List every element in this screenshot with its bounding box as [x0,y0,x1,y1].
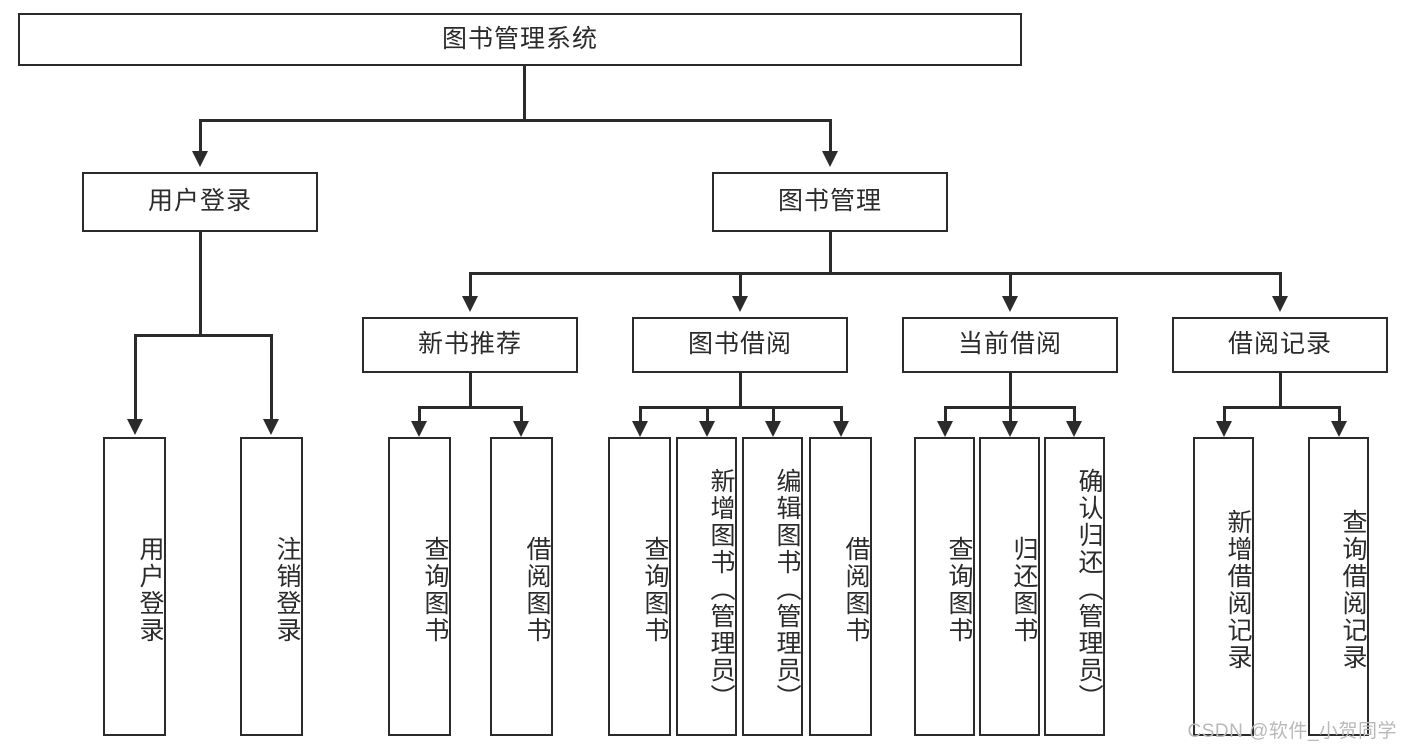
leaf-borrow-book[interactable]: 借阅图书 [809,437,872,736]
node-label: 归还图书 [1010,535,1038,644]
leaf-add-book-admin[interactable]: 新增图书（管理员） [676,437,737,736]
node-label: 图书借阅 [687,330,792,359]
node-label: 用户登录 [147,187,252,216]
node-label: 借阅图书 [842,535,870,644]
node-label: 借阅记录 [1227,330,1332,359]
edge-drop-book-management [829,119,832,153]
leaf-query-borrow-record[interactable]: 查询借阅记录 [1308,437,1369,736]
arrowhead-leaf-confirm-return [1066,421,1082,437]
edge-drop-leaf-edit-book [772,406,775,424]
arrowhead-user-login [192,151,208,167]
watermark: CSDN @软件_小贺同学 [1187,721,1397,742]
node-book-borrow[interactable]: 图书借阅 [632,317,848,373]
node-label: 图书管理 [777,187,882,216]
arrowhead-leaf-add-book [699,421,715,437]
arrowhead-leaf-query-book-2 [632,421,648,437]
leaf-query-book-recommend[interactable]: 查询图书 [388,437,451,736]
edge-drop-leaf-borrow-book-2 [840,406,843,424]
leaf-add-borrow-record[interactable]: 新增借阅记录 [1193,437,1254,736]
edge-book-management-stem [829,232,832,273]
edge-drop-leaf-query-book-1 [418,406,421,424]
node-label: 查询图书 [945,535,973,644]
edge-level2-bus [469,272,1281,275]
node-label: 借阅图书 [523,535,551,644]
edge-new-book-recommend-bus [418,406,522,409]
edge-drop-leaf-query-book-2 [639,406,642,424]
node-label: 注销登录 [273,535,301,644]
leaf-edit-book-admin[interactable]: 编辑图书（管理员） [742,437,803,736]
node-user-login[interactable]: 用户登录 [82,172,318,232]
edge-current-borrow-stem [1009,373,1012,407]
edge-drop-leaf-confirm-return [1073,406,1076,424]
leaf-confirm-return-admin[interactable]: 确认归还（管理员） [1044,437,1105,736]
node-label: 新书推荐 [417,330,522,359]
node-label: 图书管理系统 [441,24,598,53]
arrowhead-leaf-query-book-3 [937,421,953,437]
leaf-query-book-current[interactable]: 查询图书 [914,437,975,736]
edge-level1-bus [199,119,831,122]
node-label: 当前借阅 [957,330,1062,359]
leaf-logout[interactable]: 注销登录 [240,437,303,736]
arrowhead-leaf-borrow-book-1 [513,421,529,437]
arrowhead-leaf-logout [263,419,279,435]
edge-book-borrow-bus [639,406,842,409]
edge-borrow-records-stem [1279,373,1282,407]
leaf-user-login[interactable]: 用户登录 [103,437,166,736]
leaf-borrow-book-recommend[interactable]: 借阅图书 [490,437,553,736]
node-borrow-records[interactable]: 借阅记录 [1172,317,1388,373]
edge-user-login-stem [199,232,202,335]
node-label: 查询图书 [641,535,669,644]
edge-drop-leaf-return-book [1009,406,1012,424]
edge-drop-leaf-borrow-book-1 [520,406,523,424]
edge-drop-leaf-query-record [1338,406,1341,424]
arrowhead-new-book-recommend [462,296,478,312]
node-label: 查询图书 [421,535,449,644]
leaf-return-book[interactable]: 归还图书 [979,437,1040,736]
edge-drop-current-borrow [1009,272,1012,298]
edge-user-login-bus [134,334,272,337]
edge-drop-leaf-add-record [1223,406,1226,424]
node-root-book-management-system[interactable]: 图书管理系统 [18,13,1022,66]
edge-new-book-recommend-stem [469,373,472,407]
arrowhead-current-borrow [1002,296,1018,312]
arrowhead-book-borrow [732,296,748,312]
node-label: 用户登录 [136,535,164,644]
arrowhead-leaf-edit-book [765,421,781,437]
leaf-query-book-borrow[interactable]: 查询图书 [608,437,671,736]
arrowhead-leaf-query-record [1331,421,1347,437]
edge-borrow-records-bus [1223,406,1340,409]
edge-drop-leaf-logout [270,334,273,421]
arrowhead-book-management [822,151,838,167]
edge-book-borrow-stem [739,373,742,407]
node-label: 确认归还（管理员） [1075,468,1103,711]
arrowhead-borrow-records [1272,296,1288,312]
edge-drop-leaf-query-book-3 [944,406,947,424]
arrowhead-leaf-borrow-book-2 [833,421,849,437]
edge-drop-leaf-add-book [706,406,709,424]
arrowhead-leaf-user-login [127,419,143,435]
edge-drop-book-borrow [739,272,742,298]
arrowhead-leaf-add-record [1216,421,1232,437]
edge-drop-leaf-user-login [134,334,137,421]
node-label: 新增借阅记录 [1224,508,1252,671]
node-book-management[interactable]: 图书管理 [712,172,948,232]
arrowhead-leaf-query-book-1 [411,421,427,437]
node-label: 查询借阅记录 [1339,508,1367,671]
node-label: 新增图书（管理员） [707,468,735,711]
edge-root-stem [523,66,526,120]
edge-drop-borrow-records [1279,272,1282,298]
node-current-borrow[interactable]: 当前借阅 [902,317,1118,373]
arrowhead-leaf-return-book [1002,421,1018,437]
node-new-book-recommend[interactable]: 新书推荐 [362,317,578,373]
edge-drop-new-book-recommend [469,272,472,298]
edge-drop-user-login [199,119,202,153]
node-label: 编辑图书（管理员） [773,468,801,711]
